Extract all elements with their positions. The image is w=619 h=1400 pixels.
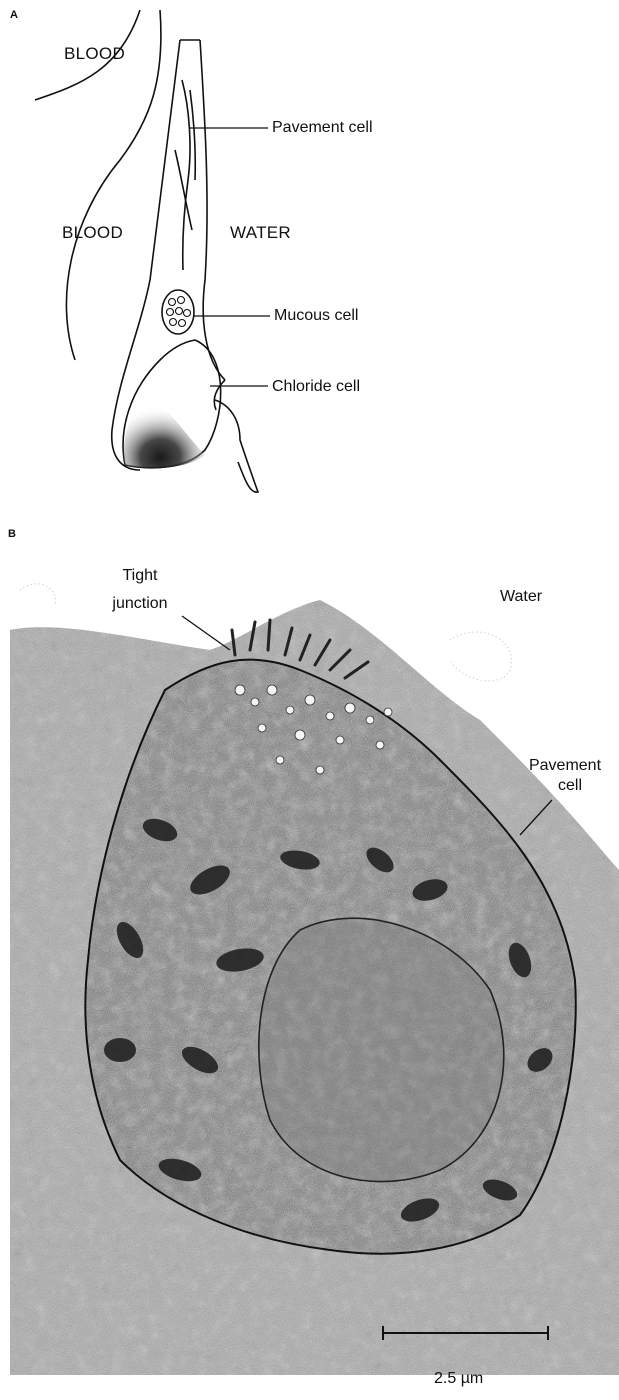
label-water-a: WATER xyxy=(230,224,291,242)
label-pavement-cell-b-2: cell xyxy=(540,777,600,795)
label-mucous-cell: Mucous cell xyxy=(274,307,358,325)
pavement-cell-outline xyxy=(182,80,190,270)
label-pavement-cell-b-1: Pavement xyxy=(516,757,614,775)
lamella-right-edge xyxy=(200,40,225,380)
label-tight-junction-2: junction xyxy=(104,595,176,613)
label-water-b: Water xyxy=(500,588,542,606)
scale-bar-label: 2.5 µm xyxy=(434,1370,483,1388)
chloride-cell-stipple xyxy=(124,395,205,468)
panel-b-micrograph xyxy=(0,584,619,1380)
label-chloride-cell: Chloride cell xyxy=(272,378,360,396)
panel-a-letter: A xyxy=(10,6,18,24)
panel-b-letter: B xyxy=(8,525,16,543)
label-pavement-cell-a: Pavement cell xyxy=(272,119,373,137)
label-blood-top: BLOOD xyxy=(64,45,125,63)
panel-a-leaders xyxy=(190,128,270,386)
label-tight-junction-1: Tight xyxy=(108,567,172,585)
label-blood-left: BLOOD xyxy=(62,224,123,242)
